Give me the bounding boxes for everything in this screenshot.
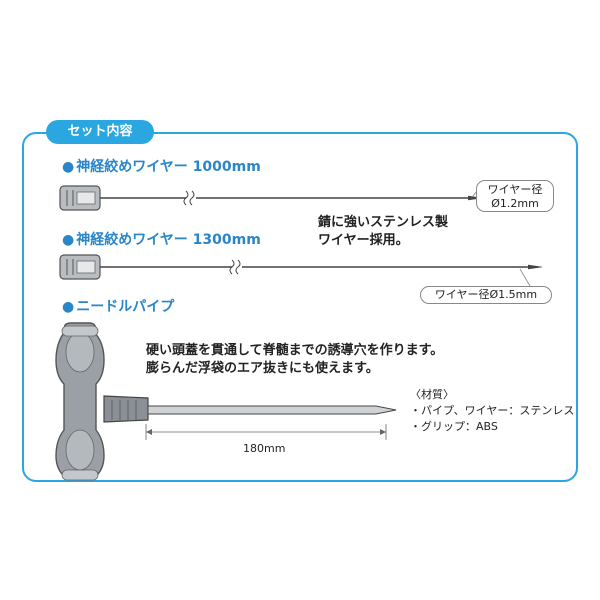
wire-1000-illustration [59, 185, 483, 211]
item-heading-wire-1300: ●神経絞めワイヤー 1300mm [62, 232, 261, 248]
materials-item: ・グリップ：ABS [410, 420, 498, 433]
materials-title: 〈材質〉 [410, 388, 454, 401]
set-contents-tab: セット内容 [46, 120, 154, 144]
wire-1300-illustration [59, 254, 543, 280]
set-contents-frame [22, 132, 578, 482]
wire-diameter-callout-1300: ワイヤー径Ø1.5mm [420, 286, 552, 304]
item-heading-wire-1000: ●神経絞めワイヤー 1000mm [62, 159, 261, 175]
dimension-label: 180mm [243, 442, 286, 455]
materials-list: 〈材質〉 ・パイプ、ワイヤー：ステンレス ・グリップ：ABS [410, 387, 574, 435]
materials-item: ・パイプ、ワイヤー：ステンレス [410, 404, 575, 417]
stainless-note: 錆に強いステンレス製 ワイヤー採用。 [318, 215, 449, 248]
dimension-line [145, 424, 387, 440]
needle-pipe-description: 硬い頭蓋を貫通して脊髄までの誘導穴を作ります。 膨らんだ浮袋のエア抜きにも使えま… [146, 343, 444, 376]
needle-pipe-illustration [55, 322, 397, 481]
wire-diameter-callout-1000: ワイヤー径 Ø1.2mm [476, 180, 554, 212]
item-heading-needle-pipe: ●ニードルパイプ [62, 299, 175, 315]
